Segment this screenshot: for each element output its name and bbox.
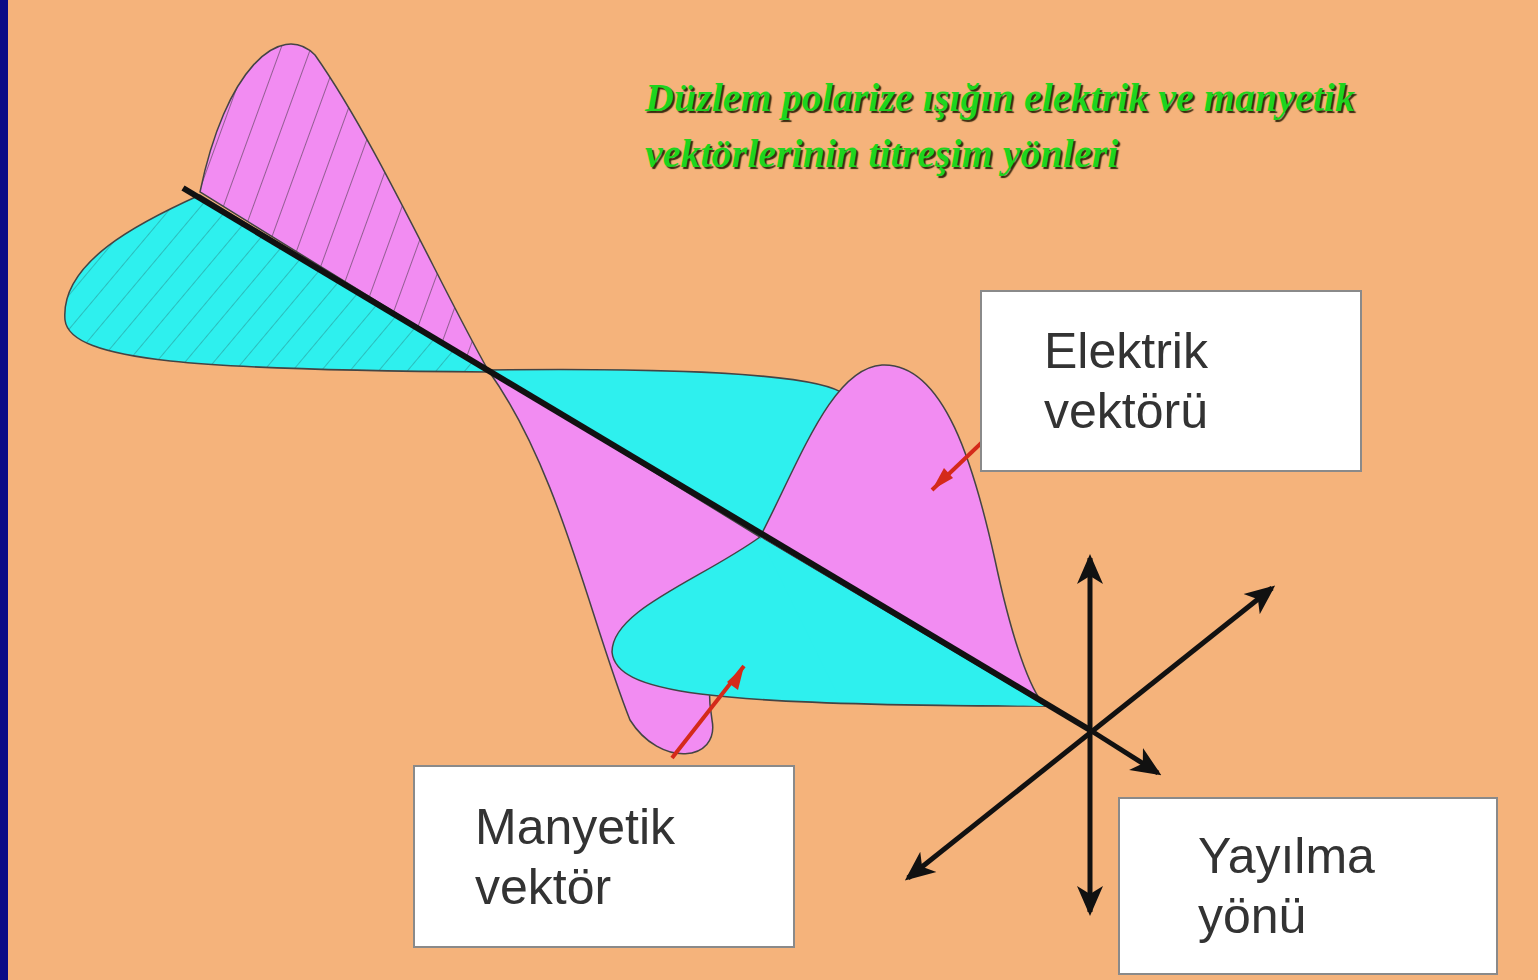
label-box: Elektrik vektörü [980, 290, 1362, 472]
side-strip [0, 0, 8, 980]
diagram-title: Düzlem polarize ışığın elektrik ve manye… [645, 70, 1435, 182]
propagation-axis [183, 188, 1090, 730]
box-label: Elektrik vektörü [1044, 321, 1344, 441]
label-box: Yayılma yönü [1118, 797, 1498, 975]
box-label: Yayılma yönü [1198, 826, 1480, 946]
box-label: Manyetik vektör [475, 797, 777, 917]
label-box: Manyetik vektör [413, 765, 795, 948]
leader-tips [727, 468, 953, 690]
leader-lines [672, 408, 1018, 758]
